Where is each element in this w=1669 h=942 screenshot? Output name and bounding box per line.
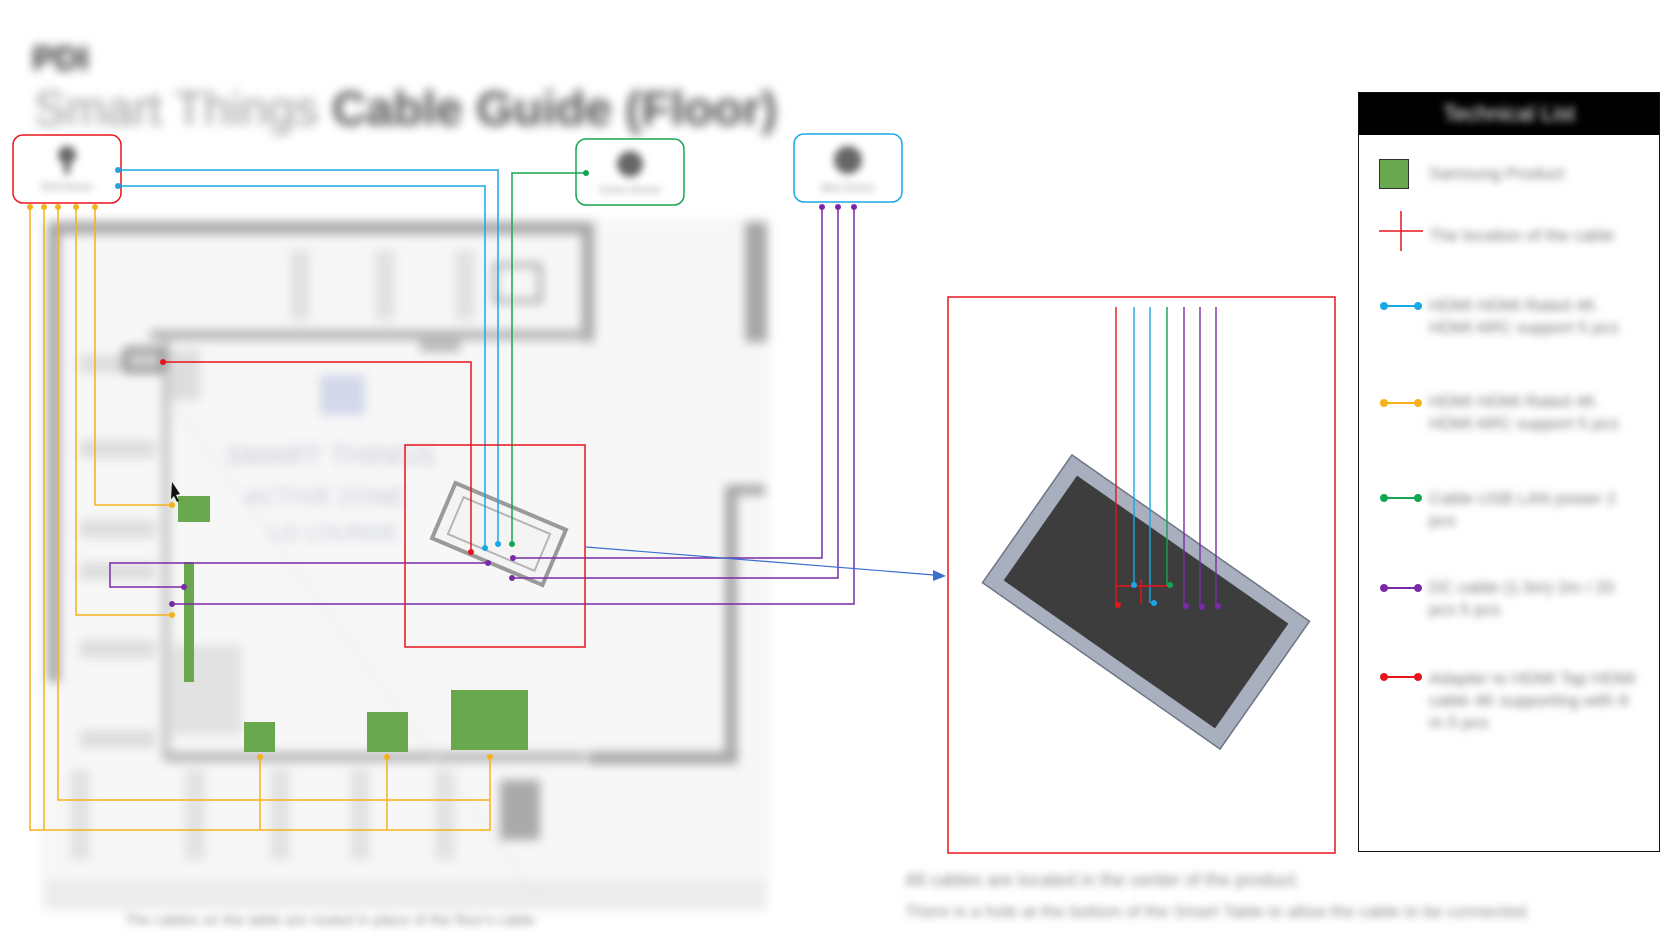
- cabinet: [170, 350, 200, 400]
- svg-text:LG LOUNGE: LG LOUNGE: [270, 520, 398, 545]
- wall-bottom-right: [588, 752, 738, 764]
- legend-label-red: Adapter to HDMI Tap HDMI cable 4K suppor…: [1429, 669, 1636, 732]
- power-icon: [834, 146, 862, 174]
- fixture-small: [420, 338, 460, 352]
- fixture-bottom: [500, 780, 540, 840]
- note-right-line1: All cables are located in the center of …: [905, 870, 1301, 890]
- cyan-line-icon: [1380, 302, 1422, 310]
- legend-panel: Technical List Samsung Product The locat…: [1358, 92, 1660, 852]
- orange-line-icon: [1380, 399, 1422, 407]
- svg-text:Red Device: Red Device: [41, 182, 93, 193]
- cable-dots-red: [160, 359, 474, 555]
- wall-top-right: [582, 222, 594, 342]
- product-bottom-2: [367, 712, 408, 752]
- legend-item-product: [1379, 159, 1409, 189]
- title-bold: Cable Guide (Floor): [331, 83, 778, 136]
- svg-text:Green Device: Green Device: [599, 185, 661, 196]
- cursor-icon: [171, 482, 180, 502]
- floor-plan: SMART THINGS ACTIVE ZONE LG LOUNGE: [40, 218, 770, 910]
- cable-red: [163, 361, 472, 552]
- zoom-arrow: [585, 546, 946, 581]
- legend-item-orange: [1379, 396, 1423, 415]
- legend-item-purple: [1379, 581, 1423, 600]
- wall-right: [725, 485, 737, 755]
- hub-icon: [617, 151, 643, 177]
- zoom-detail: [947, 296, 1336, 854]
- cable-dots-purple: [169, 204, 857, 607]
- title-prefix: Smart Things: [34, 83, 332, 136]
- wall-inner-bottom: [165, 752, 585, 762]
- smart-table-large: [981, 453, 1311, 751]
- svg-text:ACTIVE ZONE: ACTIVE ZONE: [245, 484, 405, 511]
- cable-dots-orange: [27, 204, 493, 760]
- legend-label-location: The location of the cable: [1429, 226, 1615, 245]
- wall-top: [48, 222, 592, 234]
- floor-label: SMART THINGS ACTIVE ZONE LG LOUNGE: [225, 375, 435, 545]
- legend-label-cyan: HDMI HDMI Rated 4K HDMI ARC support 5 pc…: [1429, 296, 1619, 337]
- note-right-line2: There is a hole at the bottom of the Sma…: [905, 902, 1531, 921]
- green-line-icon: [1380, 494, 1422, 502]
- cross-icon: [1379, 211, 1423, 251]
- legend-item-green: [1379, 491, 1423, 510]
- legend-title: Technical List: [1442, 101, 1576, 126]
- zoom-cables: [1115, 307, 1217, 607]
- purple-line-icon: [1380, 584, 1422, 592]
- top-workstations: [290, 250, 475, 320]
- product-left-tall: [184, 562, 194, 682]
- legend-label-product: Samsung Product: [1429, 164, 1565, 183]
- legend-item-cyan: [1379, 299, 1423, 318]
- wall-left: [48, 222, 60, 682]
- note-bottom-left: The cables on the table are routed in pl…: [125, 912, 535, 929]
- router-icon: [58, 146, 76, 174]
- legend-item-red: [1379, 670, 1423, 689]
- cables-orange: [29, 205, 491, 831]
- legend-item-location: [1379, 211, 1423, 256]
- legend-label-purple: DC cable (1.5m) 2m / 20 pcs 5 pcs: [1429, 578, 1615, 619]
- diagonal-line: [169, 399, 541, 901]
- product-bottom-3: [451, 690, 528, 750]
- cable-dots-green: [509, 170, 589, 547]
- wall-right-top: [725, 485, 765, 495]
- legend-label-orange: HDMI HDMI Rated 4K HDMI ARC support 5 pc…: [1429, 392, 1619, 433]
- floor-bottom-strip: [45, 880, 765, 910]
- svg-text:Blue Device: Blue Device: [821, 183, 875, 194]
- product-left-small: [178, 496, 210, 522]
- counter: [172, 645, 242, 735]
- legend-header: Technical List: [1359, 93, 1659, 135]
- device-box-right: Blue Device: [793, 133, 903, 203]
- device-box-left: Red Device: [12, 134, 122, 204]
- samsung-products: [178, 496, 528, 752]
- red-line-icon: [1380, 673, 1422, 681]
- lan-panel: [123, 347, 165, 373]
- fixture-box: [493, 263, 542, 303]
- focus-box: [404, 444, 586, 648]
- wall-far-right: [745, 222, 767, 342]
- bottom-workstations: [70, 770, 455, 860]
- wall-inner-top: [150, 330, 590, 340]
- svg-text:SMART THINGS: SMART THINGS: [225, 440, 435, 471]
- product-swatch-icon: [1379, 159, 1409, 189]
- header-badge: PDI: [32, 40, 89, 78]
- cable-dots-cyan: [115, 167, 501, 551]
- product-bottom-1: [244, 722, 275, 752]
- cable-green: [511, 172, 586, 544]
- device-box-middle: Green Device: [575, 138, 685, 206]
- cables-purple: [109, 205, 855, 605]
- cables-cyan: [118, 169, 499, 548]
- zoom-cable-dots: [1115, 582, 1221, 610]
- page-title: Smart Things Cable Guide (Floor): [34, 82, 777, 137]
- wall-inner-left: [162, 340, 170, 760]
- legend-label-green: Cable USB LAN power 2 pcs: [1429, 489, 1617, 530]
